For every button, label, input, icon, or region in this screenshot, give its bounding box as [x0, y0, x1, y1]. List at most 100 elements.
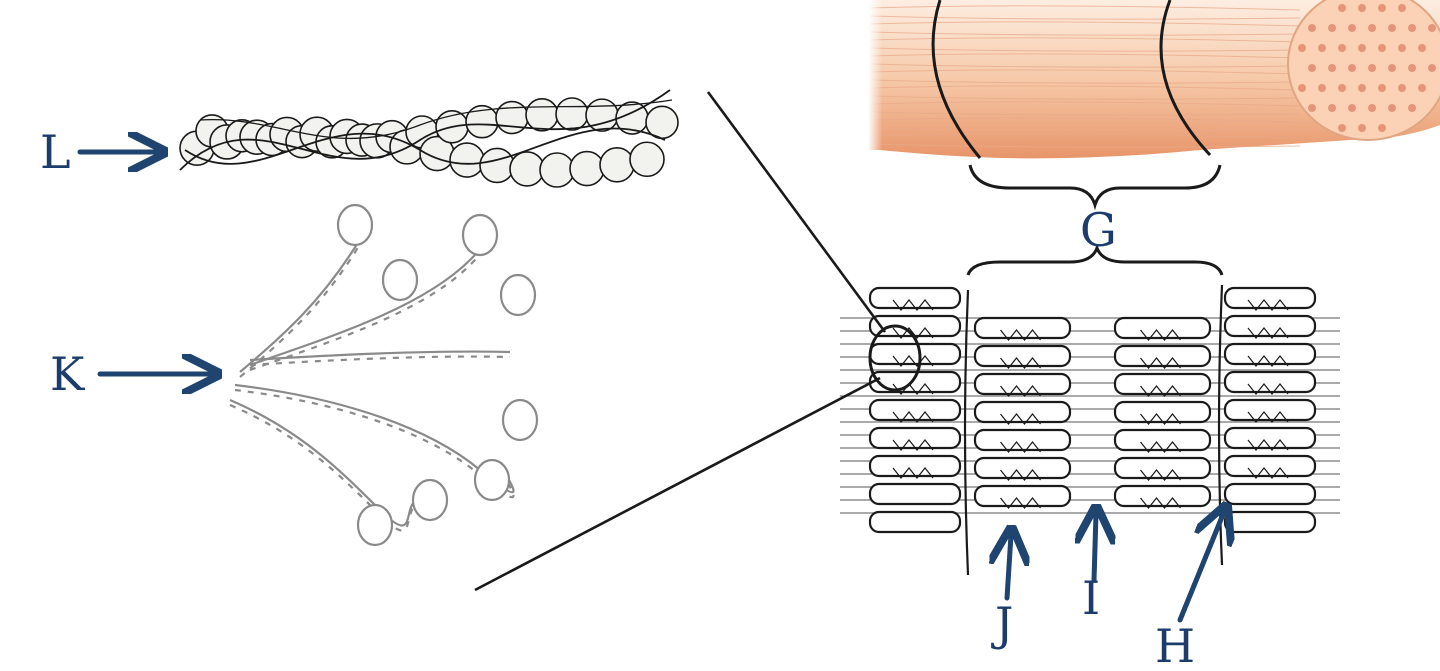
zoom-line-upper	[706, 91, 887, 333]
sarcomere-block	[973, 372, 1072, 396]
cross-bridge	[892, 327, 934, 339]
label-L: L	[40, 125, 71, 179]
sarcomere-block	[1223, 286, 1317, 310]
sarcomere-block	[868, 482, 962, 506]
actin-bead	[599, 147, 635, 183]
actin-bead	[629, 141, 665, 178]
cross-bridge	[1000, 385, 1041, 397]
cross-bridge	[1140, 357, 1181, 369]
myosin-head	[336, 203, 374, 247]
myosin-head	[473, 458, 511, 502]
fiber-end-dot	[1308, 24, 1316, 32]
fiber-end-dot	[1318, 44, 1326, 52]
thick-filament	[229, 203, 539, 547]
fiber-end-dot	[1308, 64, 1316, 72]
cross-bridge	[892, 299, 934, 311]
fiber-end-dot	[1358, 4, 1366, 12]
sarcomere-block	[1113, 344, 1212, 368]
fiber-end-dot	[1408, 104, 1416, 112]
fiber-end-dot	[1428, 24, 1436, 32]
fiber-end-dot	[1348, 64, 1356, 72]
fiber-end-dot	[1418, 84, 1426, 92]
cross-bridge	[892, 355, 934, 367]
fiber-end-dot	[1388, 24, 1396, 32]
sarcomere-block	[973, 316, 1072, 340]
myosin-tail-twist	[249, 355, 511, 367]
sarcomere-block	[1223, 426, 1317, 450]
fiber-end-dot	[1378, 84, 1386, 92]
myosin-head	[411, 478, 449, 522]
actin-bead	[569, 150, 605, 187]
sarcomere-block	[868, 454, 962, 478]
sarcomere-block	[1223, 314, 1317, 338]
fiber-end-dot	[1408, 64, 1416, 72]
cross-bridge	[1247, 355, 1289, 367]
fiber-end-dot	[1428, 64, 1436, 72]
fiber-end-dot	[1368, 64, 1376, 72]
fiber-end-dot	[1388, 64, 1396, 72]
myosin-head	[461, 213, 499, 257]
zoom-line-lower	[474, 376, 881, 592]
fiber-end-dot	[1408, 24, 1416, 32]
sarcomere-block	[868, 426, 962, 450]
fiber-end-dot	[1418, 44, 1426, 52]
actin-bead	[539, 152, 575, 188]
label-J: J	[991, 597, 1013, 651]
fiber-end-dot	[1308, 104, 1316, 112]
fiber-end-dot	[1318, 84, 1326, 92]
label-H: H	[1155, 619, 1195, 671]
fiber-end-dot	[1368, 24, 1376, 32]
label-K: K	[50, 347, 86, 401]
cross-bridge	[1140, 385, 1181, 397]
cross-bridge	[1140, 441, 1181, 453]
fiber-end-dot	[1298, 84, 1306, 92]
fiber-end-dot	[1378, 44, 1386, 52]
sarcomere-block	[1223, 370, 1317, 394]
zoom-circle	[868, 324, 922, 392]
fiber-end-dot	[1398, 84, 1406, 92]
fiber-end-dot	[1338, 84, 1346, 92]
fiber-end-dot	[1358, 124, 1366, 132]
sarcomere-block	[1223, 454, 1317, 478]
fiber-end-dot	[1328, 24, 1336, 32]
cross-bridge	[892, 467, 934, 479]
fiber-end-dot	[1328, 104, 1336, 112]
sarcomere-block	[1223, 342, 1317, 366]
sarcomere-block	[973, 400, 1072, 424]
fiber-end-dot	[1358, 44, 1366, 52]
muscle-fiber	[868, 0, 1440, 160]
fiber-end-dot	[1398, 44, 1406, 52]
sarcomere-block	[1223, 510, 1317, 534]
cross-bridge	[892, 439, 934, 451]
sarcomere-block	[1113, 484, 1212, 508]
fiber-end-dot	[1368, 104, 1376, 112]
fiber-end-dot	[1398, 4, 1406, 12]
myosin-tail-twist	[229, 403, 421, 532]
sarcomere-block	[868, 342, 962, 366]
sarcomere-block	[1113, 372, 1212, 396]
cross-bridge	[1000, 497, 1041, 509]
myosin-head	[501, 398, 539, 442]
thin-filament	[179, 89, 679, 188]
myosin-tail-twist	[249, 232, 497, 372]
sarcomere-block	[1113, 316, 1212, 340]
cross-bridge	[1247, 327, 1289, 339]
fiber-end-dot	[1388, 104, 1396, 112]
actin-bead	[555, 97, 589, 131]
cross-bridge	[892, 411, 934, 423]
cross-bridge	[1247, 411, 1289, 423]
myosin-tail	[249, 227, 497, 367]
cross-bridge	[1140, 497, 1181, 509]
myosin-tail-twist	[234, 388, 515, 499]
sarcomere-block	[973, 456, 1072, 480]
actin-bead	[479, 147, 515, 184]
label-G: G	[1080, 203, 1117, 257]
fiber-end-dot	[1328, 64, 1336, 72]
fiber-end-dot	[1348, 104, 1356, 112]
actin-bead	[509, 151, 545, 187]
myosin-head	[499, 273, 537, 317]
brace-top-of-sarcomere	[966, 243, 1224, 276]
cross-bridge	[1140, 469, 1181, 481]
sarcomere-block	[868, 314, 962, 338]
